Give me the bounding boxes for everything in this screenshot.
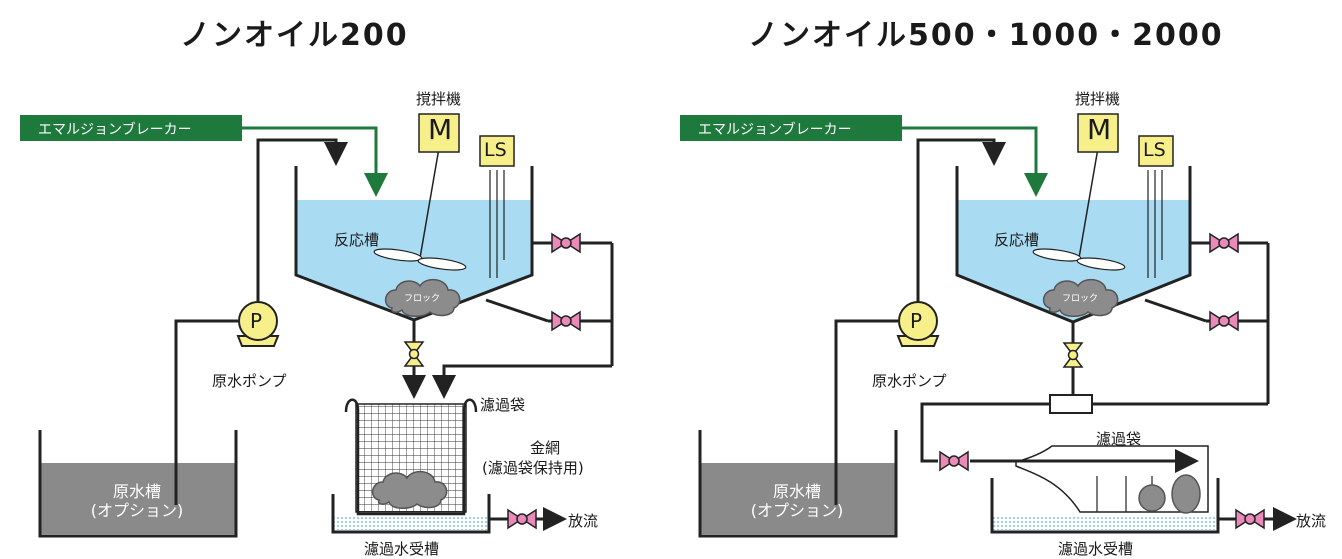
left-valve-upper-icon (551, 233, 581, 253)
left-mesh-label-1: 金網 (530, 439, 561, 457)
right-raw-tank-label-2: (オプション) (750, 501, 844, 520)
left-outlet-valve-icon (404, 341, 424, 367)
left-reactor-label: 反応槽 (334, 231, 380, 249)
right-reactor-label: 反応槽 (994, 231, 1040, 249)
right-pump-symbol: P (910, 309, 923, 333)
right-sludge-large-icon (1171, 474, 1201, 514)
left-raw-tank-label-2: (オプション) (90, 501, 184, 520)
right-pump-icon (898, 301, 938, 341)
right-receiver-label: 濾過水受槽 (1058, 540, 1134, 558)
left-motor-box (418, 113, 460, 153)
left-pump-symbol: P (250, 309, 263, 333)
right-inlet-valve-icon (939, 451, 969, 471)
right-junction-box (1049, 394, 1093, 414)
right-motor-box (1077, 113, 1119, 153)
left-mesh-label-2: (濾過袋保持用) (482, 459, 584, 477)
left-floc-label: フロック (404, 294, 441, 304)
right-valve-upper-icon (1209, 233, 1239, 253)
right-breaker-label: エマルジョンブレーカー (698, 122, 852, 138)
left-motor-label: M (428, 113, 453, 146)
left-title: ノンオイル200 (180, 18, 409, 53)
left-raw-tank (38, 430, 238, 538)
left-breaker-label: エマルジョンブレーカー (38, 122, 192, 138)
left-filter-bag-label: 濾過袋 (480, 396, 526, 414)
right-receiver-tank (990, 478, 1220, 534)
right-raw-tank-label: 原水槽 (オプション) (712, 482, 882, 520)
right-ls-box (1138, 135, 1174, 167)
left-receiver-label: 濾過水受槽 (364, 540, 440, 558)
right-raw-tank (698, 430, 898, 538)
left-raw-tank-label: 原水槽 (オプション) (52, 482, 222, 520)
left-breaker-box (20, 115, 242, 141)
right-filter-bag-label: 濾過袋 (1096, 430, 1142, 448)
left-discharge-label: 放流 (568, 512, 599, 530)
right-pump-label: 原水ポンプ (872, 372, 947, 390)
right-discharge-valve-icon (1235, 509, 1265, 529)
left-filter-bag (344, 398, 478, 516)
right-title: ノンオイル500・1000・2000 (748, 18, 1224, 53)
left-receiver-tank (331, 494, 491, 534)
right-stirrer-label: 撹拌機 (1075, 90, 1121, 108)
left-ls-box (479, 135, 515, 167)
left-stirrer-label: 撹拌機 (416, 90, 462, 108)
left-pump-label: 原水ポンプ (212, 372, 287, 390)
right-floc-label: フロック (1062, 294, 1099, 304)
right-discharge-label: 放流 (1296, 512, 1327, 530)
left-pump-icon (238, 301, 278, 341)
right-ls-label: LS (1143, 139, 1166, 161)
right-sludge-small-icon (1138, 484, 1166, 512)
left-raw-tank-label-1: 原水槽 (112, 482, 161, 501)
right-breaker-box (680, 115, 902, 141)
right-raw-tank-label-1: 原水槽 (772, 482, 821, 501)
right-valve-lower-icon (1209, 311, 1239, 331)
left-discharge-valve-icon (507, 509, 537, 529)
left-system (20, 113, 614, 538)
right-motor-label: M (1087, 113, 1112, 146)
left-valve-lower-icon (551, 311, 581, 331)
left-ls-label: LS (484, 139, 507, 161)
right-outlet-valve-icon (1063, 342, 1083, 368)
right-system (680, 113, 1297, 538)
